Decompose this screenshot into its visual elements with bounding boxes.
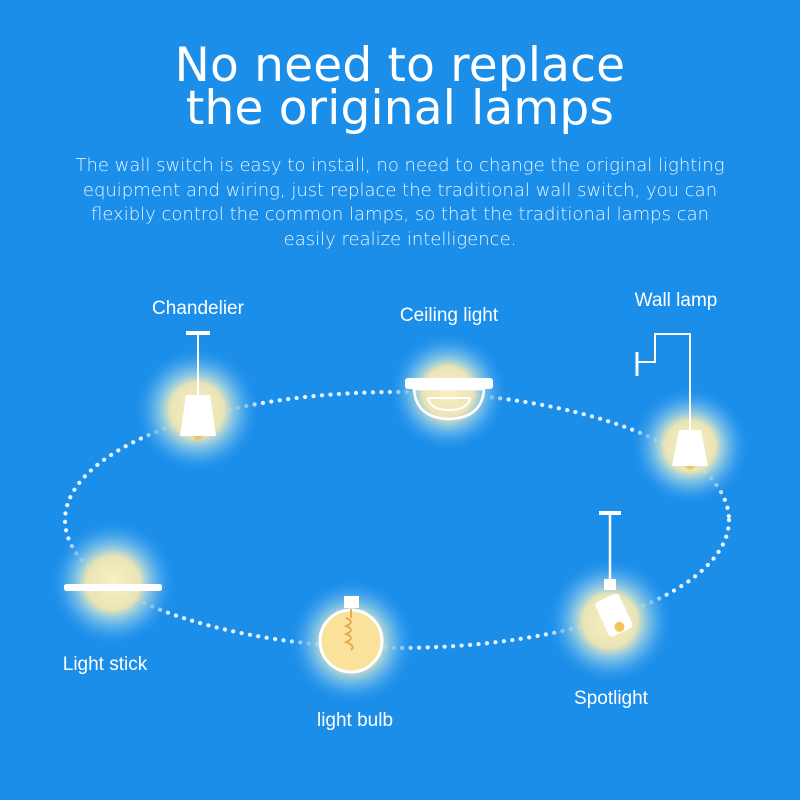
label-ceiling-light: Ceiling light: [399, 305, 499, 326]
spotlight-icon: [546, 511, 674, 685]
light-bulb-icon: [288, 578, 416, 706]
title-line-1: No need to replace: [174, 38, 626, 93]
description-text: The wall switch is easy to install, no n…: [75, 155, 725, 250]
label-light-bulb: light bulb: [316, 710, 394, 731]
title-line-2: the original lamps: [185, 81, 615, 136]
label-wall-lamp: Wall lamp: [634, 290, 718, 311]
wall-lamp-icon: [630, 333, 750, 506]
ceiling-light-icon: [388, 332, 508, 452]
page-title: No need to replace the original lamps: [0, 38, 800, 136]
label-spotlight: Spotlight: [574, 688, 648, 709]
light-stick-icon: [49, 519, 177, 647]
label-chandelier: Chandelier: [152, 298, 244, 319]
label-light-stick: Light stick: [62, 654, 148, 675]
chandelier-icon: [133, 331, 261, 474]
